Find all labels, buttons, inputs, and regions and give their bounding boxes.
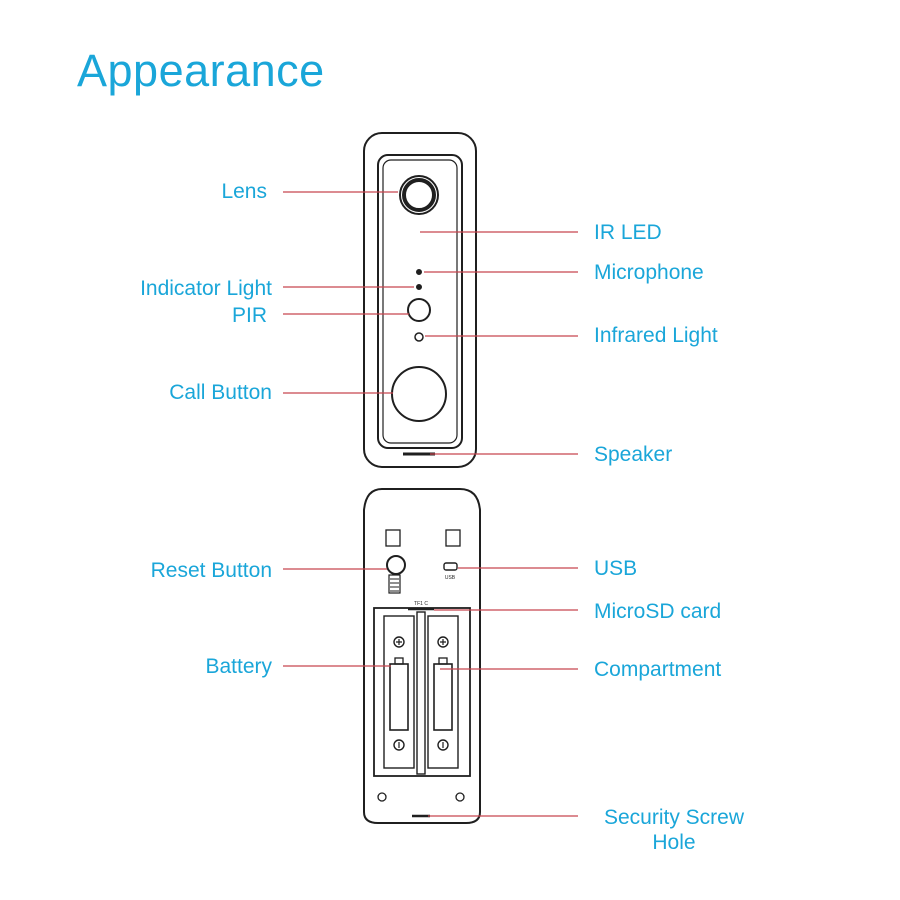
battery-cell-left-cap [394,657,404,665]
front-faceplate [377,154,463,449]
center-divider [416,611,426,775]
plus-terminal-right-icon [437,636,449,648]
label-indicator-light: Indicator Light [140,277,272,300]
label-pir: PIR [231,304,267,327]
label-lens: Lens [221,180,267,203]
sd-slot-mark: TF1 C [414,601,428,607]
label-speaker: Speaker [594,443,673,466]
battery-cell-right [433,663,453,731]
page-title: Appearance [77,45,325,96]
label-infrared-light: Infrared Light [594,324,718,347]
indicator-light-icon [416,284,422,290]
faceplate-recess [382,159,458,444]
corner-screw-left-icon [377,792,387,802]
mount-tab-left [385,529,401,547]
microphone-hole-icon [416,269,422,275]
plus-terminal-left-icon [393,636,405,648]
label-call-button: Call Button [169,381,272,404]
label-usb: USB [594,557,638,580]
battery-bay-left [383,615,415,769]
front-device [363,132,477,468]
lens-icon [399,175,439,215]
lens-inner-icon [402,178,436,212]
pir-sensor-icon [407,298,431,322]
corner-screw-right-icon [455,792,465,802]
label-battery: Battery [205,655,272,678]
infrared-light-icon [414,332,424,342]
plus-sign-right [440,639,446,645]
label-ir-led: IR LED [594,221,662,244]
label-reset-button: Reset Button [150,559,272,582]
battery-cell-left [389,663,409,731]
battery-bay-right [427,615,459,769]
back-device: USB TF1 C [363,488,481,824]
reset-spring-icon [388,574,401,594]
battery-compartment [373,607,471,777]
mount-tab-right [445,529,461,547]
label-security-screw-hole-line2: Hole [652,831,696,855]
back-housing [363,488,481,824]
label-microsd-card: MicroSD card [594,600,722,623]
label-microphone: Microphone [594,261,704,284]
label-compartment: Compartment [594,658,722,681]
plus-sign-left [396,639,402,645]
reset-spring-coil [390,578,399,592]
minus-terminal-right-icon [437,739,449,751]
leader-lines [283,191,578,817]
label-security-screw-hole: Security Screw Hole [589,805,759,855]
battery-cell-right-cap [438,657,448,665]
call-button-icon [391,366,447,422]
reset-button-icon [386,555,406,575]
usb-port-mark: USB [445,575,456,581]
usb-port-icon [443,562,458,571]
minus-terminal-left-icon [393,739,405,751]
front-housing [363,132,477,468]
label-security-screw-hole-line1: Security Screw [603,806,745,829]
